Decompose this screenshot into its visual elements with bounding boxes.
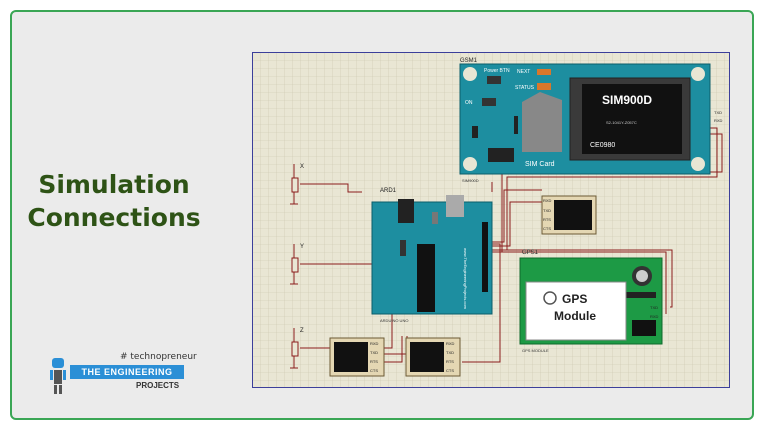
gps-pin-txd: TXD xyxy=(650,305,658,310)
gsm-sim-card: SIM Card xyxy=(525,161,555,168)
terminal-2-pin-rts: RTS xyxy=(370,359,378,364)
gps-label-2: Module xyxy=(554,309,596,323)
pot-z-label: Z xyxy=(300,328,304,334)
virtual-terminal-1[interactable]: RXD TXD RTS CTS xyxy=(541,195,597,235)
gps-label-1: GPS xyxy=(562,292,587,306)
pot-y-label: Y xyxy=(300,244,304,250)
arduino-footer: ARDUINO UNO xyxy=(380,318,408,323)
virtual-terminal-3[interactable]: RXD TXD RTS CTS xyxy=(405,337,461,377)
virtual-terminal-2[interactable]: RXD TXD RTS CTS xyxy=(329,337,385,377)
gps-module: GPS1 GPS Module TXD RXD GPS MODULE xyxy=(519,250,663,353)
gsm-footer: SIM900D xyxy=(462,178,479,183)
terminal-3-pin-rxd: RXD xyxy=(446,341,455,346)
power-button[interactable] xyxy=(487,76,501,84)
gsm-ref: GSM1 xyxy=(460,58,478,64)
gsm-power-btn: Power BTN xyxy=(484,68,510,74)
logo-the: THE xyxy=(81,367,101,377)
logo-projects: PROJECTS xyxy=(136,381,180,390)
robot-icon xyxy=(50,358,66,394)
schematic: GSM1 Power BTN NEXT STATUS ON SIM Card S… xyxy=(252,52,730,388)
page-title: Simulation Connections xyxy=(14,168,214,234)
terminal-1-pin-rxd: RXD xyxy=(543,198,552,203)
gps-ref: GPS1 xyxy=(522,250,539,256)
terminal-2-pin-txd: TXD xyxy=(370,350,378,355)
terminal-3-pin-rts: RTS xyxy=(446,359,454,364)
potentiometer-x[interactable]: X xyxy=(290,164,304,205)
gps-footer: GPS MODULE xyxy=(522,348,549,353)
gsm-on: ON xyxy=(465,100,473,106)
title-line-2: Connections xyxy=(27,203,201,232)
logo-banner: THE ENGINEERING xyxy=(70,365,184,379)
title-line-1: Simulation xyxy=(38,170,190,199)
arduino-board: ARD1 www.TheEngineeringProjects.com ARDU… xyxy=(371,188,493,323)
potentiometer-z[interactable]: Z xyxy=(290,328,304,369)
terminal-2-pin-cts: CTS xyxy=(370,368,378,373)
terminal-1-pin-txd: TXD xyxy=(543,208,551,213)
logo-tagline: # technopreneur xyxy=(120,352,197,362)
gsm-next: NEXT xyxy=(517,69,530,75)
gsm-model: SIM900D xyxy=(602,93,652,107)
logo-engineering: ENGINEERING xyxy=(104,367,173,377)
terminal-3-pin-cts: CTS xyxy=(446,368,454,373)
sim-card-slot xyxy=(522,92,562,152)
gsm-module: GSM1 Power BTN NEXT STATUS ON SIM Card S… xyxy=(459,58,723,183)
gsm-status: STATUS xyxy=(515,85,535,91)
pot-x-label: X xyxy=(300,164,304,170)
arduino-ref: ARD1 xyxy=(380,188,397,194)
potentiometer-y[interactable]: Y xyxy=(290,244,304,285)
terminal-1-pin-cts: CTS xyxy=(543,226,551,231)
gsm-ce: CE0980 xyxy=(590,142,615,149)
gps-pin-rxd: RXD xyxy=(650,314,659,319)
arduino-url: www.TheEngineeringProjects.com xyxy=(463,248,468,310)
terminal-3-pin-txd: TXD xyxy=(446,350,454,355)
terminal-2-pin-rxd: RXD xyxy=(370,341,379,346)
gsm-pin-txd: TXD xyxy=(714,110,722,115)
terminal-1-pin-rts: RTS xyxy=(543,217,551,222)
gsm-pin-rxd: RXD xyxy=(714,118,723,123)
gsm-chip-code: S2-1041Y-Z057C xyxy=(606,120,637,125)
brand-logo: # technopreneur THE ENGINEERING PROJECTS xyxy=(48,352,208,396)
